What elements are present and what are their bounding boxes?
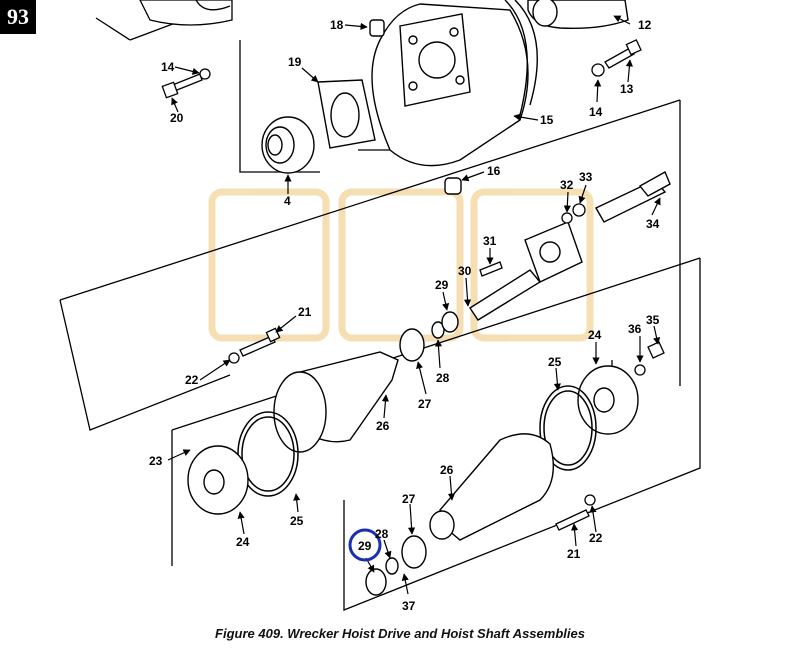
callout-20: 20 — [170, 111, 184, 125]
plug-part — [369, 19, 385, 37]
bearing-part — [261, 116, 315, 174]
bolt-part — [555, 341, 665, 531]
callout-21: 21 — [298, 305, 312, 319]
callout-31: 31 — [483, 234, 497, 248]
callout-13: 13 — [620, 82, 634, 96]
callout-28: 28 — [375, 527, 389, 541]
shaft-coupling-part — [527, 0, 629, 29]
callout-37: 37 — [402, 599, 416, 613]
flange-plate — [187, 445, 249, 515]
callout-26: 26 — [376, 419, 390, 433]
page-number-badge: 93 — [0, 0, 36, 34]
bolt-part — [161, 68, 211, 99]
bearing-cone — [399, 311, 459, 362]
callout-24: 24 — [236, 535, 250, 549]
callout-33: 33 — [579, 170, 593, 184]
callout-22: 22 — [589, 531, 603, 545]
callout-29: 29 — [358, 539, 372, 553]
bolt-part — [228, 327, 281, 364]
callout-27: 27 — [418, 397, 432, 411]
callout-23: 23 — [149, 454, 163, 468]
callout-25: 25 — [548, 355, 562, 369]
exploded-parts-diagram: 18 12 14 19 20 13 14 15 4 16 32 33 34 31… — [59, 0, 701, 613]
protective-boot — [429, 433, 554, 541]
callout-18: 18 — [330, 18, 344, 32]
callout-15: 15 — [540, 113, 554, 127]
callout-14: 14 — [161, 60, 175, 74]
callout-4: 4 — [284, 194, 291, 208]
gasket-plate — [317, 79, 376, 149]
housing-section — [139, 0, 233, 26]
callout-34: 34 — [646, 217, 660, 231]
callout-36: 36 — [628, 322, 642, 336]
callout-12: 12 — [638, 18, 652, 32]
bearing-cone — [365, 535, 427, 596]
shaft-yoke — [469, 221, 583, 321]
callout-26: 26 — [440, 463, 454, 477]
callout-29: 29 — [435, 278, 449, 292]
protective-boot — [273, 351, 399, 453]
hose-clamp — [539, 385, 597, 471]
callout-22: 22 — [185, 373, 199, 387]
callout-16: 16 — [487, 164, 501, 178]
callout-24: 24 — [588, 328, 602, 342]
breather-part — [444, 177, 462, 195]
callout-labels: 18 12 14 19 20 13 14 15 4 16 32 33 34 31… — [149, 18, 660, 613]
drive-housing — [371, 0, 538, 167]
leader-lines — [167, 15, 661, 595]
callout-25: 25 — [290, 514, 304, 528]
bolt-part — [591, 39, 642, 77]
callout-30: 30 — [458, 264, 472, 278]
callout-32: 32 — [560, 178, 574, 192]
callout-19: 19 — [288, 55, 302, 69]
callout-35: 35 — [646, 313, 660, 327]
hoist-shaft — [595, 171, 671, 223]
highlight-circle — [348, 528, 382, 562]
callout-14: 14 — [589, 105, 603, 119]
callout-27: 27 — [402, 492, 416, 506]
fastener-parts — [479, 203, 586, 277]
callout-21: 21 — [567, 547, 581, 561]
callout-28: 28 — [436, 371, 450, 385]
figure-caption: Figure 409. Wrecker Hoist Drive and Hois… — [215, 626, 585, 641]
flange-plate — [577, 365, 639, 435]
